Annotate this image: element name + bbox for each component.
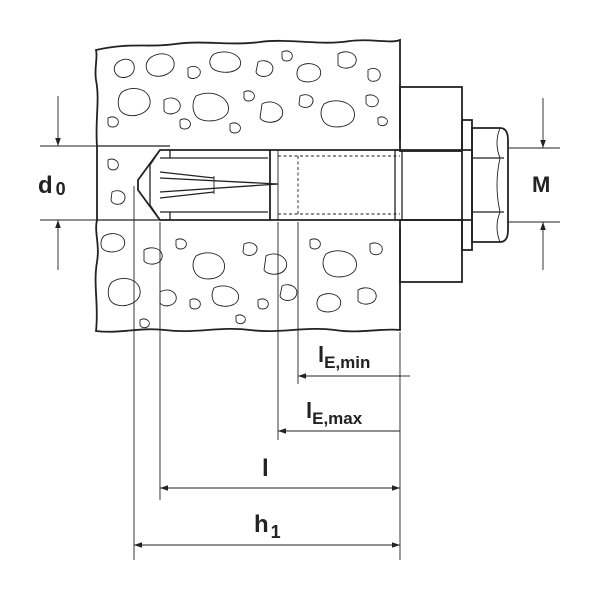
le-max-label: lE,max (306, 398, 363, 428)
threaded-bolt (270, 149, 472, 221)
dimension-le-max: lE,max (278, 398, 400, 434)
washer (461, 119, 473, 251)
hex-nut (471, 127, 509, 243)
extension-lines (133, 186, 401, 560)
l-label: l (262, 455, 269, 482)
anchor-sleeve (137, 149, 279, 221)
dimension-l: l (160, 455, 400, 491)
dimension-le-min: lE,min (298, 342, 410, 379)
fixture-plate (399, 86, 463, 283)
aggregate-pebbles (100, 50, 388, 329)
dimension-m: M (508, 98, 560, 270)
le-min-label: lE,min (318, 342, 370, 372)
m-label: M (532, 172, 550, 197)
